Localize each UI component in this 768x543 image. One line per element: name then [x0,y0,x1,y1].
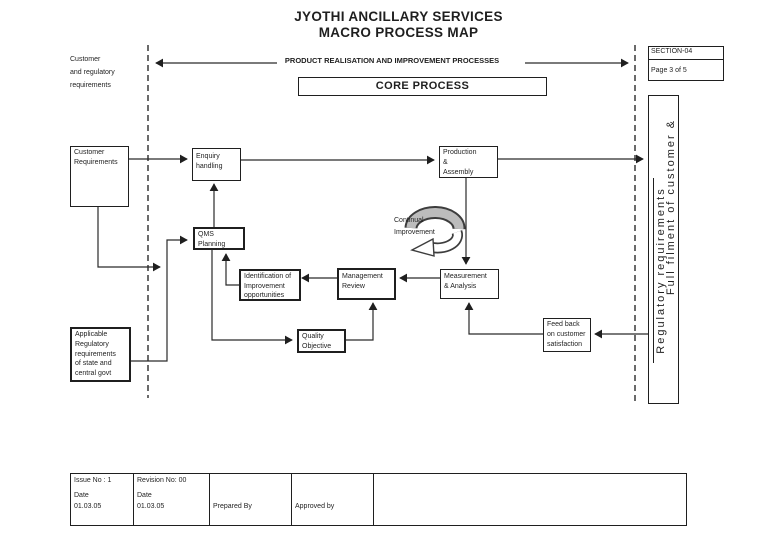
band-label: PRODUCT REALISATION AND IMPROVEMENT PROC… [284,56,500,65]
continual-improvement-swirl-icon [404,206,466,257]
node-measurement-analysis: Measurement & Analysis [440,269,499,299]
revision-table: Issue No : 1 Date 01.03.05 Revision No: … [70,473,687,526]
node-identification-improvement: Identification of Improvement opportunit… [239,269,301,301]
page-number-label: Page 3 of 5 [651,67,687,74]
approved-by-label: Approved by [295,503,335,510]
page-title: JYOTHI ANCILLARY SERVICES MACRO PROCESS … [26,9,768,40]
core-process-box: CORE PROCESS [298,77,547,96]
node-qms-planning: QMS Planning [193,227,245,250]
customer-regulatory-note: Customer and regulatory requirements [70,56,115,89]
cell-approved-by: Approved by [291,474,373,525]
node-customer-requirements: Customer Requirements [70,146,129,207]
fulfilment-text-line2: Regulatory requirements [653,178,668,363]
prepared-by-label: Prepared By [213,503,252,510]
date-value-2: 01.03.05 [137,503,165,510]
arrow-identification-to-qms [221,253,239,286]
revision-no: Revision No: 00 [137,477,187,484]
section-label: SECTION-04 [649,47,723,60]
cell-issue: Issue No : 1 Date 01.03.05 [71,474,133,525]
cell-revision: Revision No: 00 Date 01.03.05 [133,474,209,525]
node-production-assembly: Production & Assembly [439,146,498,178]
arrow-custreq-to-qmsline [97,207,161,272]
arrow-quality-to-review [343,302,378,341]
fulfilment-vertical-box [648,95,679,404]
date-value-1: 01.03.05 [74,503,102,510]
node-enquiry-handling: Enquiry handling [192,148,241,181]
arrow-qms-to-quality [211,249,293,345]
arrow-feedback-to-measurement [464,302,543,335]
continual-improvement-label: Continual Improvement [394,217,435,236]
arrow-regulatory-to-qms [128,235,188,362]
issue-no: Issue No : 1 [74,477,112,484]
node-management-review: Management Review [337,268,396,300]
node-quality-objective: Quality Objective [297,329,346,353]
date-label-2: Date [137,492,152,499]
cell-prepared-by: Prepared By [209,474,291,525]
node-applicable-regulatory: Applicable Regulatory requirements of st… [70,327,131,382]
title-line2: MACRO PROCESS MAP [318,24,479,40]
title-line1: JYOTHI ANCILLARY SERVICES [294,9,503,24]
node-feedback-satisfaction: Feed back on customer satisfaction [543,318,591,352]
cell-empty [373,474,686,525]
section-page-box: SECTION-04 Page 3 of 5 [648,46,724,81]
date-label-1: Date [74,492,89,499]
